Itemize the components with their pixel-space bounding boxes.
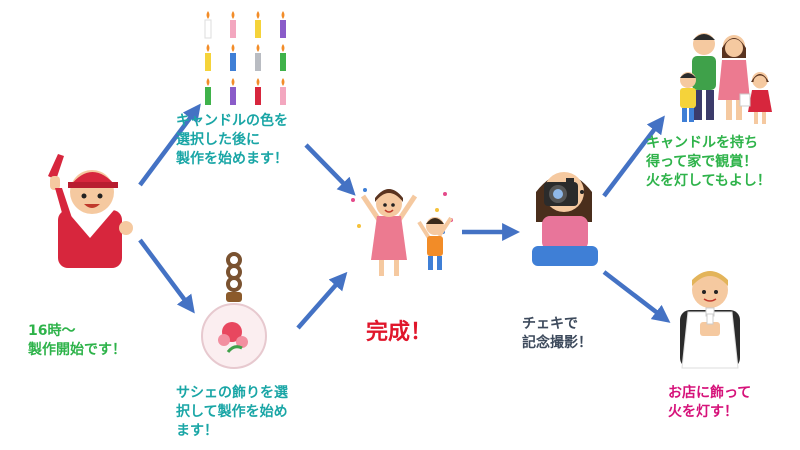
sachet-label: サシェの飾りを選 択して製作を始め ます！ — [176, 385, 288, 439]
arrow-start-to-sachet — [138, 238, 195, 314]
priest-icon — [668, 268, 752, 372]
sachet-ornament-icon — [198, 252, 270, 372]
take-home-label: キャンドルを持ち 得って家で観賞！ 火を灯してもよし！ — [646, 135, 771, 189]
staff-cheering-icon — [40, 148, 140, 273]
arrow-candles-to-complete — [304, 143, 356, 196]
arrow-photo-to-shop — [602, 270, 671, 323]
arrow-sachet-to-complete — [296, 271, 348, 330]
cheki-label: チェキで 記念撮影！ — [522, 316, 592, 351]
start-label: 16時～ 製作開始です！ — [28, 323, 126, 358]
candles-icon — [195, 8, 295, 110]
family-icon — [676, 28, 776, 128]
shop-label: お店に飾って 火を灯す！ — [668, 385, 752, 420]
arrow-start-to-candles — [138, 103, 201, 187]
complete-label: 完成！ — [366, 320, 433, 345]
candle-color-label: キャンドルの色を 選択した後に 製作を始めます！ — [176, 113, 288, 167]
photographer-icon — [522, 152, 606, 270]
celebrating-kids-icon — [345, 180, 457, 280]
arrow-photo-to-family — [602, 115, 665, 198]
